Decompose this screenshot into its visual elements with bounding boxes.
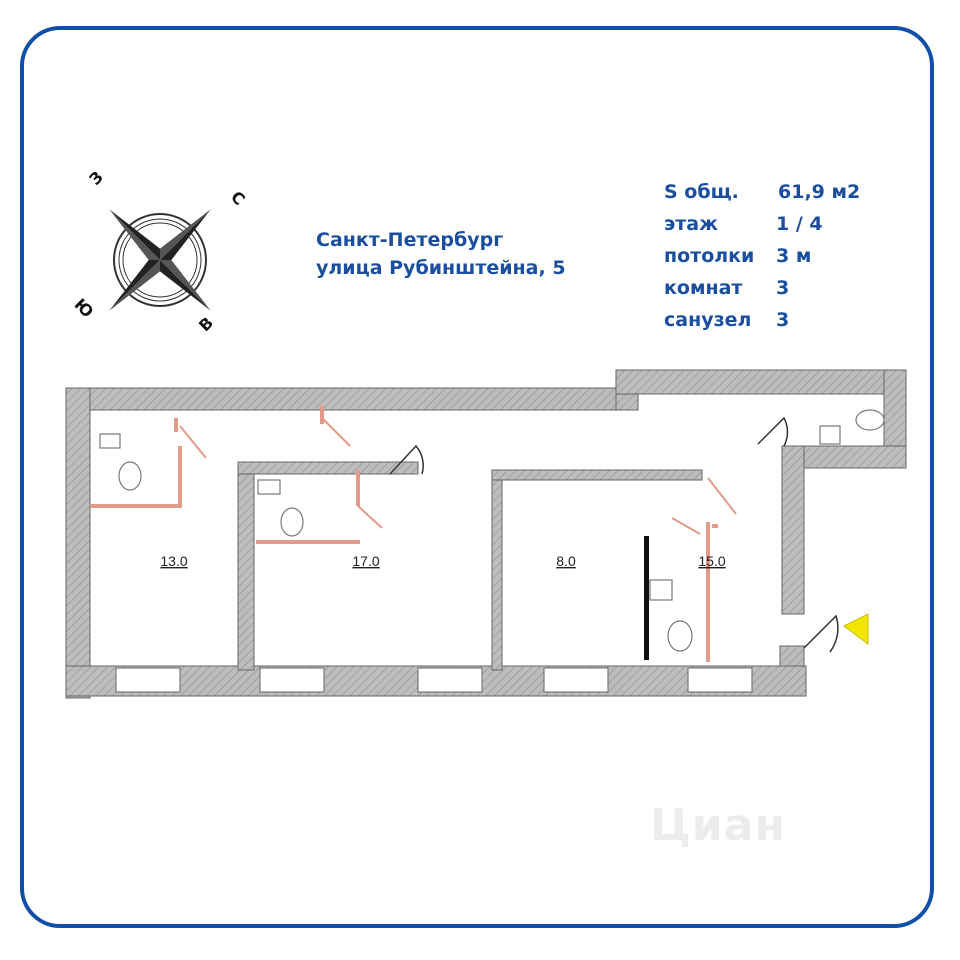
address-street: улица Рубинштейна, 5 [316, 257, 566, 279]
spec-label: комнат [664, 277, 743, 299]
partition [644, 536, 649, 660]
spec-value: 3 [776, 309, 790, 331]
plumbing-lines [90, 406, 718, 662]
compass-south-label: Ю [71, 295, 98, 322]
spec-value: 1 / 4 [776, 213, 823, 235]
fixtures [99, 409, 885, 652]
spec-label: потолки [664, 245, 755, 267]
address-block: Санкт-Петербург улица Рубинштейна, 5 [316, 226, 566, 282]
spec-label: санузел [664, 309, 752, 331]
compass-north-label: С [227, 187, 249, 209]
compass-west-label: З [85, 167, 106, 188]
spec-value: 3 [776, 277, 790, 299]
room-area-1: 13.0 [160, 553, 187, 569]
windows [115, 667, 753, 693]
room-area-4: 15.0 [698, 553, 725, 569]
interior-walls [237, 461, 703, 671]
floor-plan: 13.0 17.0 8.0 15.0 [65, 369, 907, 699]
outer-walls [65, 369, 907, 699]
room-area-3: 8.0 [556, 553, 576, 569]
spec-label: этаж [664, 213, 719, 235]
compass-rose: С З Ю В [71, 167, 249, 335]
watermark: Циан [650, 800, 786, 851]
address-city: Санкт-Петербург [316, 229, 504, 251]
plumbing-ticks [179, 417, 737, 535]
compass-east-label: В [195, 313, 217, 335]
entrance-marker [843, 613, 869, 645]
spec-label: S общ. [664, 181, 739, 203]
spec-value: 61,9 м2 [778, 181, 861, 203]
spec-value: 3 м [776, 245, 812, 267]
room-area-2: 17.0 [352, 553, 379, 569]
doors [389, 416, 839, 653]
